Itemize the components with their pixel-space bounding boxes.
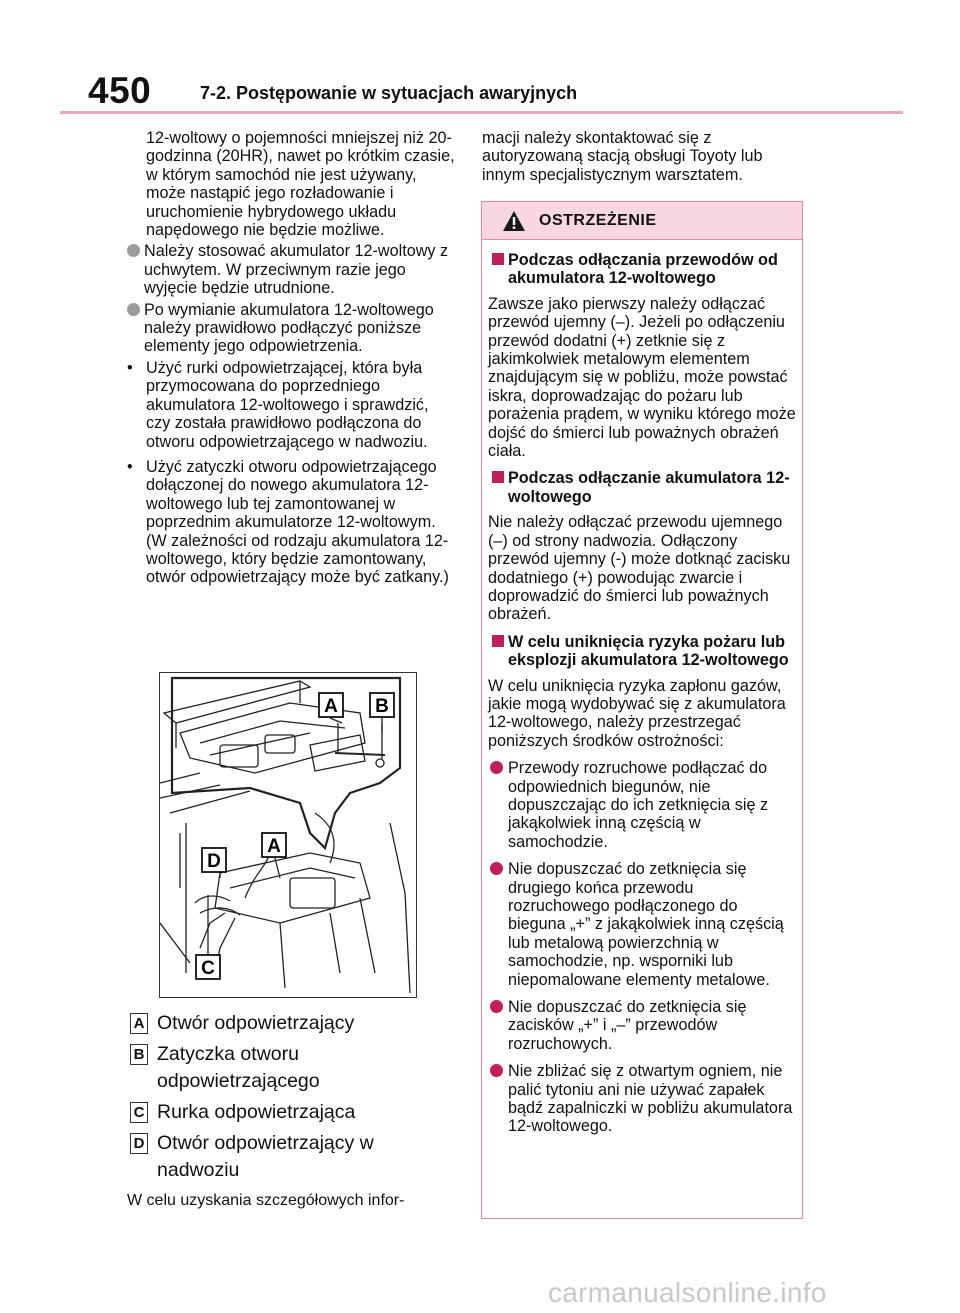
legend-key: A — [130, 1013, 148, 1034]
legend-key: B — [130, 1044, 148, 1065]
dash-text: Użyć zatyczki otworu odpowietrzającego d… — [146, 457, 449, 587]
battery-figure: A B A D C — [159, 672, 417, 998]
dash-text: Użyć rurki odpowietrzającej, która była … — [146, 358, 429, 451]
warning-bullet-text: Nie dopuszczać do zetknięcia się zaciskó… — [508, 998, 747, 1053]
legend-text: Zatyczka otworu odpowietrzającego — [157, 1043, 320, 1092]
callout-label: A — [324, 696, 338, 717]
warning-bullet-text: Przewody rozruchowe podłączać do odpowie… — [508, 759, 769, 851]
legend-item: A Otwór odpowietrzający — [127, 1010, 457, 1037]
warning-title: OSTRZEŻENIE — [539, 212, 657, 229]
callout-label: B — [375, 696, 389, 717]
warning-heading: Podczas odłączanie akumulatora 12-woltow… — [488, 469, 796, 506]
dash-item: • Użyć rurki odpowietrzającej, która był… — [127, 359, 457, 451]
bullet-text: Należy stosować akumulator 12-woltowy z … — [144, 242, 449, 298]
battery-illustration: A B A D C — [159, 676, 411, 994]
warning-paragraph: Nie należy odłączać przewodu ujemnego (–… — [488, 513, 791, 624]
legend-key: D — [130, 1133, 148, 1154]
legend-text: Otwór odpowietrzający w nadwoziu — [157, 1132, 374, 1181]
legend-text: Otwór odpowietrzający — [157, 1012, 355, 1034]
dash-item: • Użyć zatyczki otworu odpowietrzającego… — [127, 458, 457, 587]
warning-triangle-icon — [503, 211, 525, 231]
warning-heading-text: Podczas odłączanie akumulatora 12-woltow… — [508, 469, 790, 506]
bullet-item: Należy stosować akumulator 12-woltowy z … — [127, 242, 457, 297]
bullet-item: Po wymianie akumulatora 12-woltowego nal… — [127, 301, 457, 356]
callout-label: A — [267, 836, 281, 857]
warning-body: Podczas odłączania przewodów od akumulat… — [482, 247, 802, 1145]
warning-heading-text: W celu uniknięcia ryzyka pożaru lub eksp… — [508, 632, 789, 670]
warning-heading: Podczas odłączania przewodów od akumulat… — [488, 251, 796, 288]
bullet-dot-icon — [490, 1064, 503, 1078]
warning-bullet: Nie zbliżać się z otwartym ogniem, nie p… — [488, 1062, 796, 1136]
watermark: carmanualsonline.info — [548, 1277, 827, 1308]
section-title: 7-2. Postępowanie w sytuacjach awaryjnyc… — [200, 83, 578, 103]
legend-item: B Zatyczka otworu odpowietrzającego — [127, 1041, 457, 1095]
warning-header: OSTRZEŻENIE — [482, 202, 802, 240]
legend-note: W celu uzyskania szczegółowych infor- — [127, 1192, 405, 1209]
warning-box: OSTRZEŻENIE Podczas odłączania przewodów… — [481, 201, 803, 1219]
dash-marker-icon: • — [127, 457, 133, 476]
legend-item: D Otwór odpowietrzający w nadwoziu — [127, 1130, 457, 1184]
bullet-dot-icon — [127, 302, 140, 316]
left-column: 12-woltowy o pojemności mniejszej niż 20… — [127, 129, 457, 587]
callout-label: C — [201, 958, 215, 979]
warning-bullet: Przewody rozruchowe podłączać do odpowie… — [488, 759, 796, 851]
warning-bullet: Nie dopuszczać do zetknięcia się zaciskó… — [488, 998, 796, 1053]
legend-key: C — [130, 1102, 148, 1123]
bullet-text: Po wymianie akumulatora 12-woltowego nal… — [144, 300, 434, 356]
figure-legend: A Otwór odpowietrzający B Zatyczka otwor… — [127, 1010, 457, 1226]
page-number: 450 — [88, 70, 152, 111]
warning-bullet-text: Nie zbliżać się z otwartym ogniem, nie p… — [508, 1062, 793, 1136]
intro-text: 12-woltowy o pojemności mniejszej niż 20… — [146, 129, 455, 240]
dash-marker-icon: • — [127, 358, 133, 377]
bullet-dot-icon — [490, 862, 503, 876]
warning-bullet: Nie dopuszczać do zetknięcia się drugieg… — [488, 860, 796, 989]
continuation-text: macji należy skontaktować się z autoryzo… — [482, 129, 763, 184]
legend-item: C Rurka odpowietrzająca — [127, 1099, 457, 1126]
header-rule — [60, 111, 903, 114]
warning-paragraph: Zawsze jako pierwszy należy odłączać prz… — [488, 294, 796, 461]
figure-callouts: A B A D C — [195, 692, 395, 980]
warning-bullet-text: Nie dopuszczać do zetknięcia się drugieg… — [508, 860, 784, 989]
bullet-dot-icon — [490, 1000, 503, 1014]
bullet-dot-icon — [127, 244, 140, 258]
warning-heading: W celu uniknięcia ryzyka pożaru lub eksp… — [488, 633, 796, 670]
square-bullet-icon — [492, 634, 504, 647]
warning-heading-text: Podczas odłączania przewodów od akumulat… — [508, 251, 778, 288]
right-column: macji należy skontaktować się z autoryzo… — [482, 129, 802, 184]
bullet-dot-icon — [490, 761, 503, 775]
square-bullet-icon — [492, 253, 504, 265]
square-bullet-icon — [492, 471, 504, 484]
warning-paragraph: W celu uniknięcia ryzyka zapłonu gazów, … — [488, 676, 786, 750]
callout-label: D — [207, 851, 221, 872]
legend-text: Rurka odpowietrzająca — [157, 1101, 356, 1123]
